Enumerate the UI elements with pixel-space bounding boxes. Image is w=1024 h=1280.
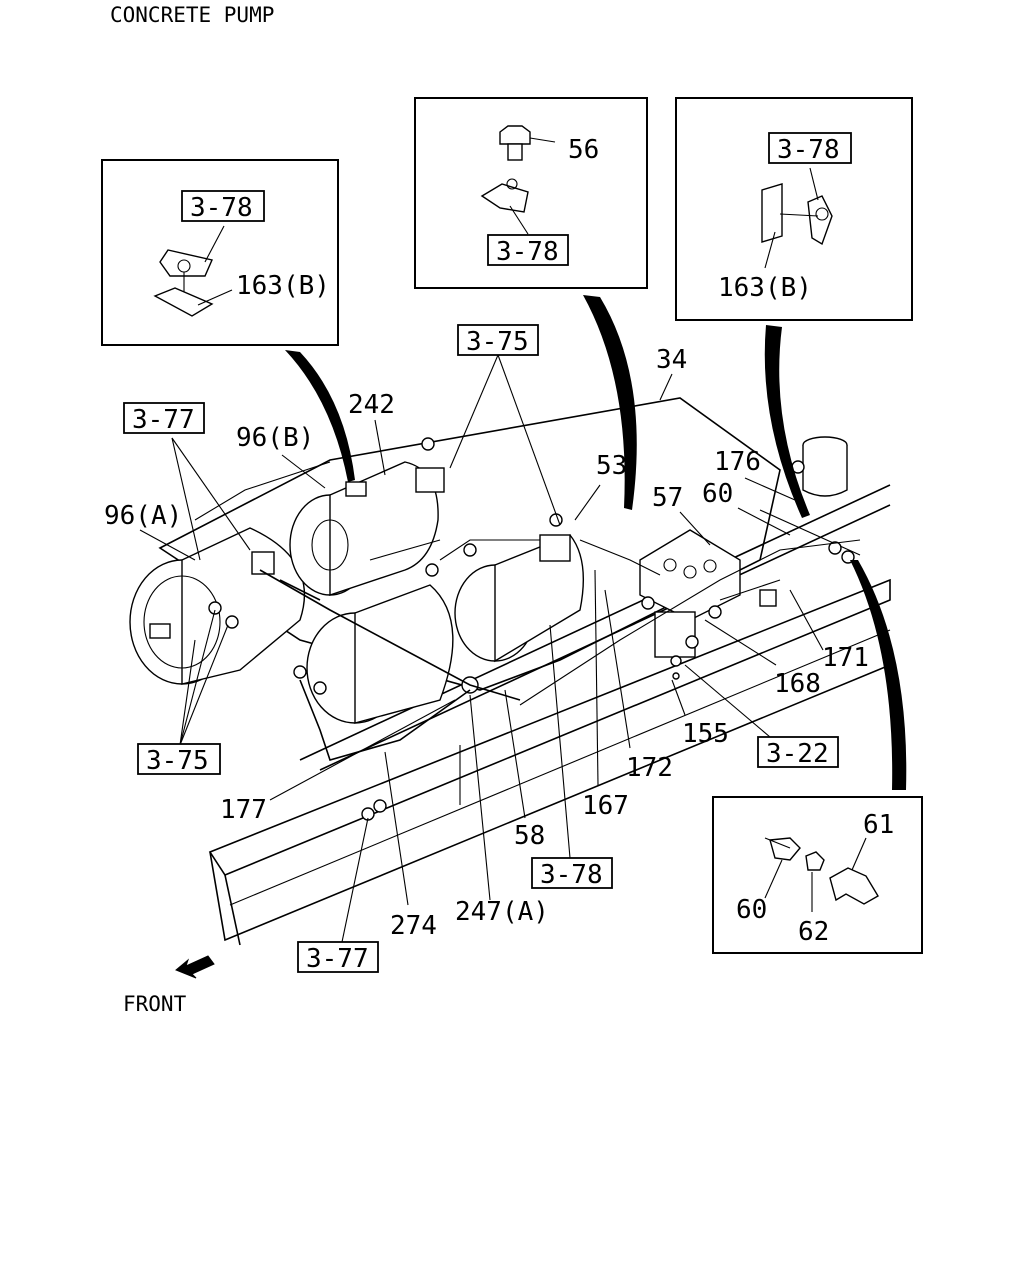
ref-label: 3-78	[777, 135, 840, 165]
reservoir-cylinder	[802, 436, 848, 497]
part-label: 62	[798, 917, 829, 947]
inset-center: 56 3-78	[414, 97, 648, 289]
ref-label: 3-77	[132, 405, 195, 435]
ref-label: 3-78	[540, 860, 603, 890]
part-label: 167	[582, 791, 629, 821]
ref-label: 3-78	[496, 237, 559, 267]
diagram-title: CONCRETE PUMP	[110, 3, 274, 27]
front-label: FRONT	[123, 992, 187, 1016]
part-label: 163(B)	[236, 271, 330, 301]
part-label: 57	[652, 483, 683, 513]
ref-label: 3-78	[190, 193, 253, 223]
part-label: 163(B)	[718, 273, 812, 303]
tank-right	[454, 534, 585, 663]
ref-label: 3-75	[466, 327, 529, 357]
tank-lower	[306, 584, 454, 724]
part-label: 176	[714, 447, 761, 477]
part-label: 34	[656, 345, 687, 375]
part-label: 168	[774, 669, 821, 699]
part-label: 242	[348, 390, 395, 420]
part-label: 177	[220, 795, 267, 825]
inset-left: 3-78 163(B)	[101, 159, 339, 346]
part-labels: 34 242 96(B) 96(A) 53 176 57 60 171 168 …	[104, 345, 869, 941]
part-label: 247(A)	[455, 897, 549, 927]
part-label: 274	[390, 911, 437, 941]
part-label: 96(B)	[236, 423, 314, 453]
callout-connectors	[285, 295, 907, 790]
part-label: 172	[626, 753, 673, 783]
inset-bottom: 61 60 62	[712, 796, 923, 954]
pipes	[259, 539, 861, 761]
part-label: 53	[596, 451, 627, 481]
part-label: 171	[822, 643, 869, 673]
part-label: 96(A)	[104, 501, 182, 531]
ref-label: 3-75	[146, 746, 209, 776]
part-label: 58	[514, 821, 545, 851]
leader-lines	[139, 354, 824, 943]
fittings	[208, 437, 855, 821]
part-label: 60	[702, 479, 733, 509]
ref-boxes: 3-75 3-77 3-75 3-22 3-78 3-77	[123, 324, 839, 974]
ref-label: 3-22	[766, 739, 829, 769]
part-label: 60	[736, 895, 767, 925]
ref-label: 3-77	[306, 944, 369, 974]
inset-right: 3-78 163(B)	[675, 97, 913, 321]
main-assembly	[129, 295, 907, 946]
valve-block	[639, 529, 741, 658]
part-label: 56	[568, 135, 599, 165]
part-label: 61	[863, 810, 894, 840]
arrow-down-left-icon	[175, 955, 215, 979]
part-label: 155	[682, 719, 729, 749]
